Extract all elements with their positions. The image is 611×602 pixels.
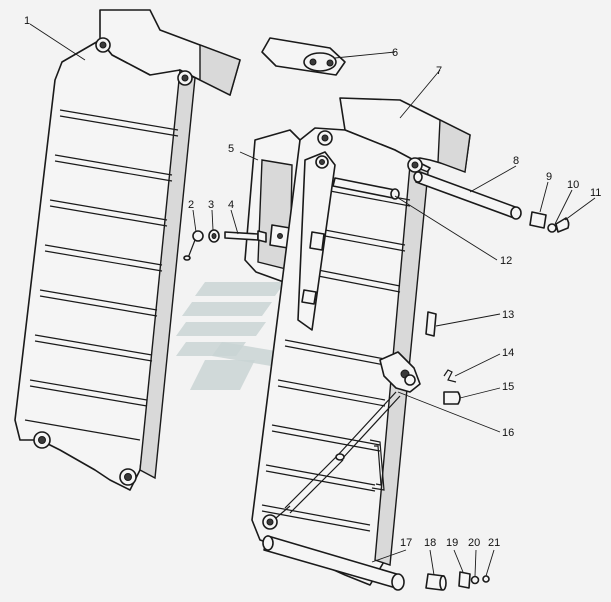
callout-9: 9 <box>546 171 552 183</box>
callout-2: 2 <box>188 199 194 211</box>
callout-13: 13 <box>502 309 514 321</box>
callout-19: 19 <box>446 537 458 549</box>
nut-part-20 <box>470 575 480 585</box>
nut-part-10 <box>547 223 557 233</box>
pin-part-18 <box>425 573 447 591</box>
callout-20: 20 <box>468 537 480 549</box>
washer-part-3 <box>208 229 220 243</box>
pin-part-13 <box>425 311 437 337</box>
sleeve-part-6 <box>261 37 346 76</box>
callout-21: 21 <box>488 537 500 549</box>
callout-17: 17 <box>400 537 412 549</box>
clip-part-14 <box>443 369 457 383</box>
plate-part-19 <box>458 571 471 589</box>
callout-12: 12 <box>500 255 512 267</box>
shaft-part-17 <box>262 535 405 591</box>
callout-1: 1 <box>24 15 30 27</box>
callout-16: 16 <box>502 427 514 439</box>
callout-4: 4 <box>228 199 234 211</box>
pin-part-11 <box>555 217 570 233</box>
bolt-part-4 <box>224 230 267 243</box>
cotter-pin-part-2 <box>183 230 204 261</box>
callout-5: 5 <box>228 143 234 155</box>
leader-lines <box>29 23 596 577</box>
callout-18: 18 <box>424 537 436 549</box>
swing-arm <box>297 151 336 331</box>
shaft-part-8 <box>413 171 522 220</box>
callout-labels: 1 2 3 4 5 6 7 8 9 10 11 12 13 14 15 16 1… <box>24 15 601 549</box>
callout-10: 10 <box>567 179 579 191</box>
callout-15: 15 <box>502 381 514 393</box>
rod-part-12 <box>332 177 400 200</box>
ladder-section-left <box>14 9 241 491</box>
callout-7: 7 <box>436 65 442 77</box>
callout-6: 6 <box>392 47 398 59</box>
pin-part-21 <box>482 575 490 583</box>
cap-part-15 <box>443 391 461 405</box>
strut-part-16 <box>262 351 421 530</box>
plate-part-9 <box>529 211 547 229</box>
callout-11: 11 <box>590 187 601 199</box>
callout-14: 14 <box>502 347 514 359</box>
callout-8: 8 <box>513 155 519 167</box>
callout-3: 3 <box>208 199 214 211</box>
